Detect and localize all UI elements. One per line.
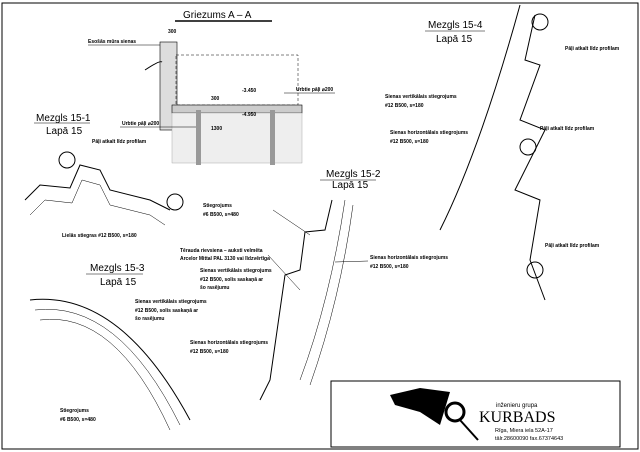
horiz-label-4: Sienas horizontālais stiegrojums: [390, 130, 468, 136]
vert-label: Sienas vertikālais stiegrojums: [200, 268, 272, 274]
pile-left: [196, 110, 201, 165]
company-sub: inženieru grupa: [496, 403, 538, 409]
node-15-2-sheet: Lapā 15: [332, 180, 369, 191]
pile-right-label: Urbtie pāļi ⌀200: [296, 87, 333, 93]
horiz-spec-4: #12 B500, s=180: [390, 139, 429, 145]
node-15-1-note-rebar: Lielās stiegras #12 B500, s=180: [62, 233, 137, 239]
node-15-2-title: Mezgls 15-2: [326, 169, 381, 180]
sheet-pile-15-1: [24, 164, 171, 211]
pile-circle: [519, 138, 537, 156]
horiz-label-3: Sienas horizontālais stiegrojums: [190, 340, 268, 346]
building-outline: [175, 54, 299, 106]
pile-left-label: Urbtie pāļi ⌀200: [122, 121, 159, 127]
wall-15-2: [299, 199, 346, 381]
vert-spec-2: šo rasējumu: [200, 285, 229, 291]
pile-circle: [166, 193, 184, 211]
node-15-4-title: Mezgls 15-4: [428, 20, 483, 31]
dim-300: 300: [168, 29, 177, 35]
section-a-a: Griezums A – A Esošās mūra sienas 300 Ur…: [40, 2, 335, 165]
soil-hatch: [171, 112, 303, 164]
note-piles-1: Pāļi atkalt līdz profilam: [565, 46, 620, 52]
arch: [144, 61, 163, 71]
sheet-pile-15-4: [514, 14, 546, 301]
pile-circle: [58, 151, 76, 169]
existing-wall-label: Esošās mūra sienas: [88, 39, 136, 45]
sheetpile-label: Tērauda rievsiena – auksti velmēta: [180, 248, 263, 254]
stirrups-spec: #6 B500, s=480: [203, 212, 239, 218]
node-15-4: Mezgls 15-4 Lapā 15 Pāļi atkalt līdz pro…: [385, 4, 620, 301]
horiz-spec: #12 B500, s=180: [370, 264, 409, 270]
wall-15-1: [29, 179, 166, 226]
vert-spec-3a: #12 B500, solis saskaņā ar: [135, 308, 198, 314]
title-block: inženieru grupa KURBADS Rīga, Miera iela…: [330, 380, 621, 448]
dim-300b: 300: [211, 96, 220, 102]
note-piles-3: Pāļi atkalt līdz profilam: [545, 243, 600, 249]
company-address: Rīga, Miera iela 52A-17: [495, 428, 553, 434]
pile-right: [270, 110, 275, 165]
stirrups-label: Stiegrojums: [203, 203, 232, 209]
node-15-3: Mezgls 15-3 Lapā 15 Sienas vertikālais s…: [29, 263, 268, 431]
vert-spec-4: #12 B500, s=180: [385, 103, 424, 109]
dim-1300: 1300: [211, 126, 222, 132]
vert-spec-3b: šo rasējumu: [135, 316, 164, 322]
pile-circle: [531, 13, 549, 31]
node-15-1: Mezgls 15-1 Lapā 15 Pāļi atkalt līdz pro…: [24, 113, 184, 239]
node-15-1-title: Mezgls 15-1: [36, 113, 91, 124]
level-1: -3.450: [242, 88, 256, 94]
horiz-spec-3: #12 B500, s=180: [190, 349, 229, 355]
vert-spec-1: #12 B500, solis saskaņā ar: [200, 277, 263, 283]
node-15-4-sheet: Lapā 15: [436, 34, 473, 45]
level-2: -4.950: [242, 112, 256, 118]
node-15-3-sheet: Lapā 15: [100, 277, 137, 288]
node-15-2: Mezgls 15-2 Lapā 15 Stiegrojums #6 B500,…: [180, 169, 448, 401]
stirrups-spec-3: #6 B500, s=480: [60, 417, 96, 423]
note-piles-2: Pāļi atkalt līdz profilam: [540, 126, 595, 132]
vert-label-4: Sienas vertikālais stiegrojums: [385, 94, 457, 100]
company-phone: tālr.28600090 fax.67374643: [495, 436, 563, 442]
company-name: KURBADS: [479, 409, 555, 426]
section-title: Griezums A – A: [183, 10, 252, 21]
sheet-pile-15-3: [29, 298, 191, 421]
horiz-label: Sienas horizontālais stiegrojums: [370, 255, 448, 261]
slab: [171, 104, 303, 114]
node-15-1-note-piles: Pāļi atkalt līdz profilam: [92, 139, 147, 145]
node-15-3-title: Mezgls 15-3: [90, 263, 145, 274]
stirrups-label-3: Stiegrojums: [60, 408, 89, 414]
pile-circle: [526, 261, 544, 279]
node-15-1-sheet: Lapā 15: [46, 126, 83, 137]
sheet-pile-15-2: [259, 199, 333, 401]
sheetpile-spec: Arcelor Mittal PAL 3130 vai līdzvērtīga: [180, 256, 270, 262]
kurbads-logo: [390, 388, 479, 441]
vert-label-3: Sienas vertikālais stiegrojums: [135, 299, 207, 305]
